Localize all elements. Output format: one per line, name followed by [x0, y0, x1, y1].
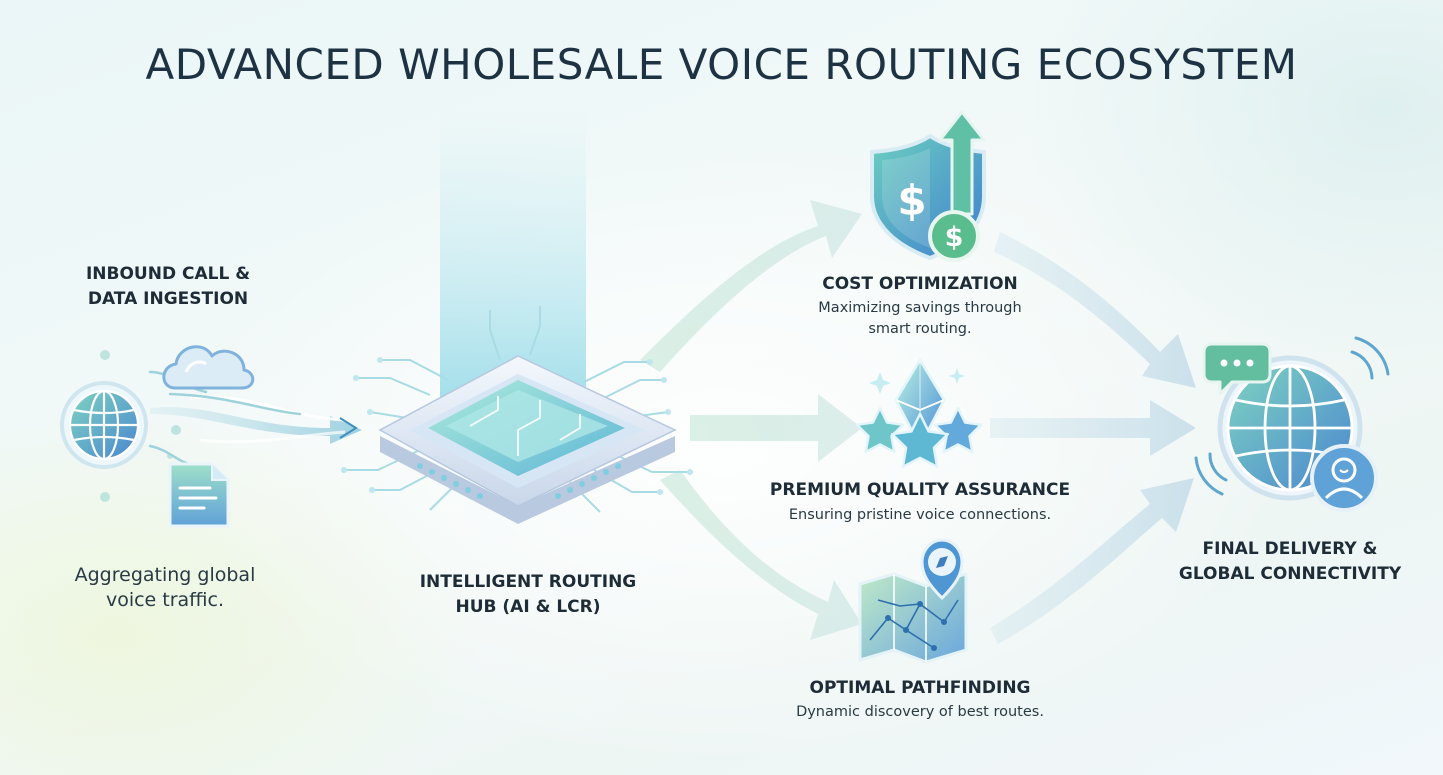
page-title: ADVANCED WHOLESALE VOICE ROUTING ECOSYST…: [145, 40, 1298, 89]
arrow-cost-to-delivery: [994, 232, 1196, 388]
hub-label: INTELLIGENT ROUTING HUB (AI & LCR): [397, 570, 659, 620]
processor-chip-icon: [341, 108, 693, 524]
user-avatar-icon: [1310, 444, 1378, 512]
svg-text:$: $: [897, 176, 926, 225]
arrow-hub-to-quality: [690, 394, 862, 462]
pathfinding-description: Dynamic discovery of best routes.: [750, 702, 1090, 723]
cost-description-line: Maximizing savings through: [818, 300, 1022, 316]
quality-description-line: Ensuring pristine voice connections.: [788, 507, 1052, 523]
inbound-dots: [100, 350, 181, 502]
inbound-label-line: INBOUND CALL &: [85, 264, 251, 284]
pathfinding-label: OPTIMAL PATHFINDING: [809, 678, 1031, 698]
inbound-description-line: voice traffic.: [105, 589, 225, 611]
chip-pins-right: [555, 463, 621, 499]
cost-label: COST OPTIMIZATION: [822, 274, 1018, 294]
chat-bubble-icon: [1202, 342, 1272, 396]
delivery-label: FINAL DELIVERY & GLOBAL CONNECTIVITY: [1160, 537, 1420, 587]
signal-waves-icon: [1194, 336, 1390, 496]
shield-dollar-icon: $ $: [870, 110, 986, 262]
quality-description: Ensuring pristine voice connections.: [740, 505, 1100, 526]
arrow-pathfinding-to-delivery: [990, 478, 1194, 644]
arrow-hub-to-pathfinding: [660, 470, 862, 640]
pathfinding-description-line: Dynamic discovery of best routes.: [796, 704, 1044, 720]
chip-pins-left: [417, 463, 483, 499]
inbound-description: Aggregating global voice traffic.: [40, 563, 290, 613]
svg-text:$: $: [945, 222, 964, 253]
inbound-label-line: DATA INGESTION: [87, 289, 249, 309]
chip-trace-nodes: [341, 357, 693, 495]
map-compass-icon: [858, 538, 968, 664]
quality-label: PREMIUM QUALITY ASSURANCE: [769, 480, 1071, 500]
hub-label-line: HUB (AI & LCR): [455, 597, 601, 617]
cost-description: Maximizing savings through smart routing…: [780, 298, 1060, 340]
arrow-quality-to-delivery: [990, 400, 1196, 456]
globe-icon: [60, 381, 148, 469]
arrow-hub-to-cost: [640, 200, 862, 372]
diamond-stars-icon: [855, 358, 983, 469]
inbound-description-line: Aggregating global: [74, 564, 256, 586]
delivery-label-line: FINAL DELIVERY &: [1202, 539, 1378, 559]
delivery-label-line: GLOBAL CONNECTIVITY: [1178, 564, 1402, 584]
cost-description-line: smart routing.: [868, 321, 972, 337]
inbound-label: INBOUND CALL & DATA INGESTION: [48, 262, 288, 312]
arrow-inbound-to-hub: [150, 395, 362, 444]
cloud-icon: [162, 345, 255, 390]
document-icon: [168, 462, 230, 528]
hub-label-line: INTELLIGENT ROUTING: [419, 572, 637, 592]
